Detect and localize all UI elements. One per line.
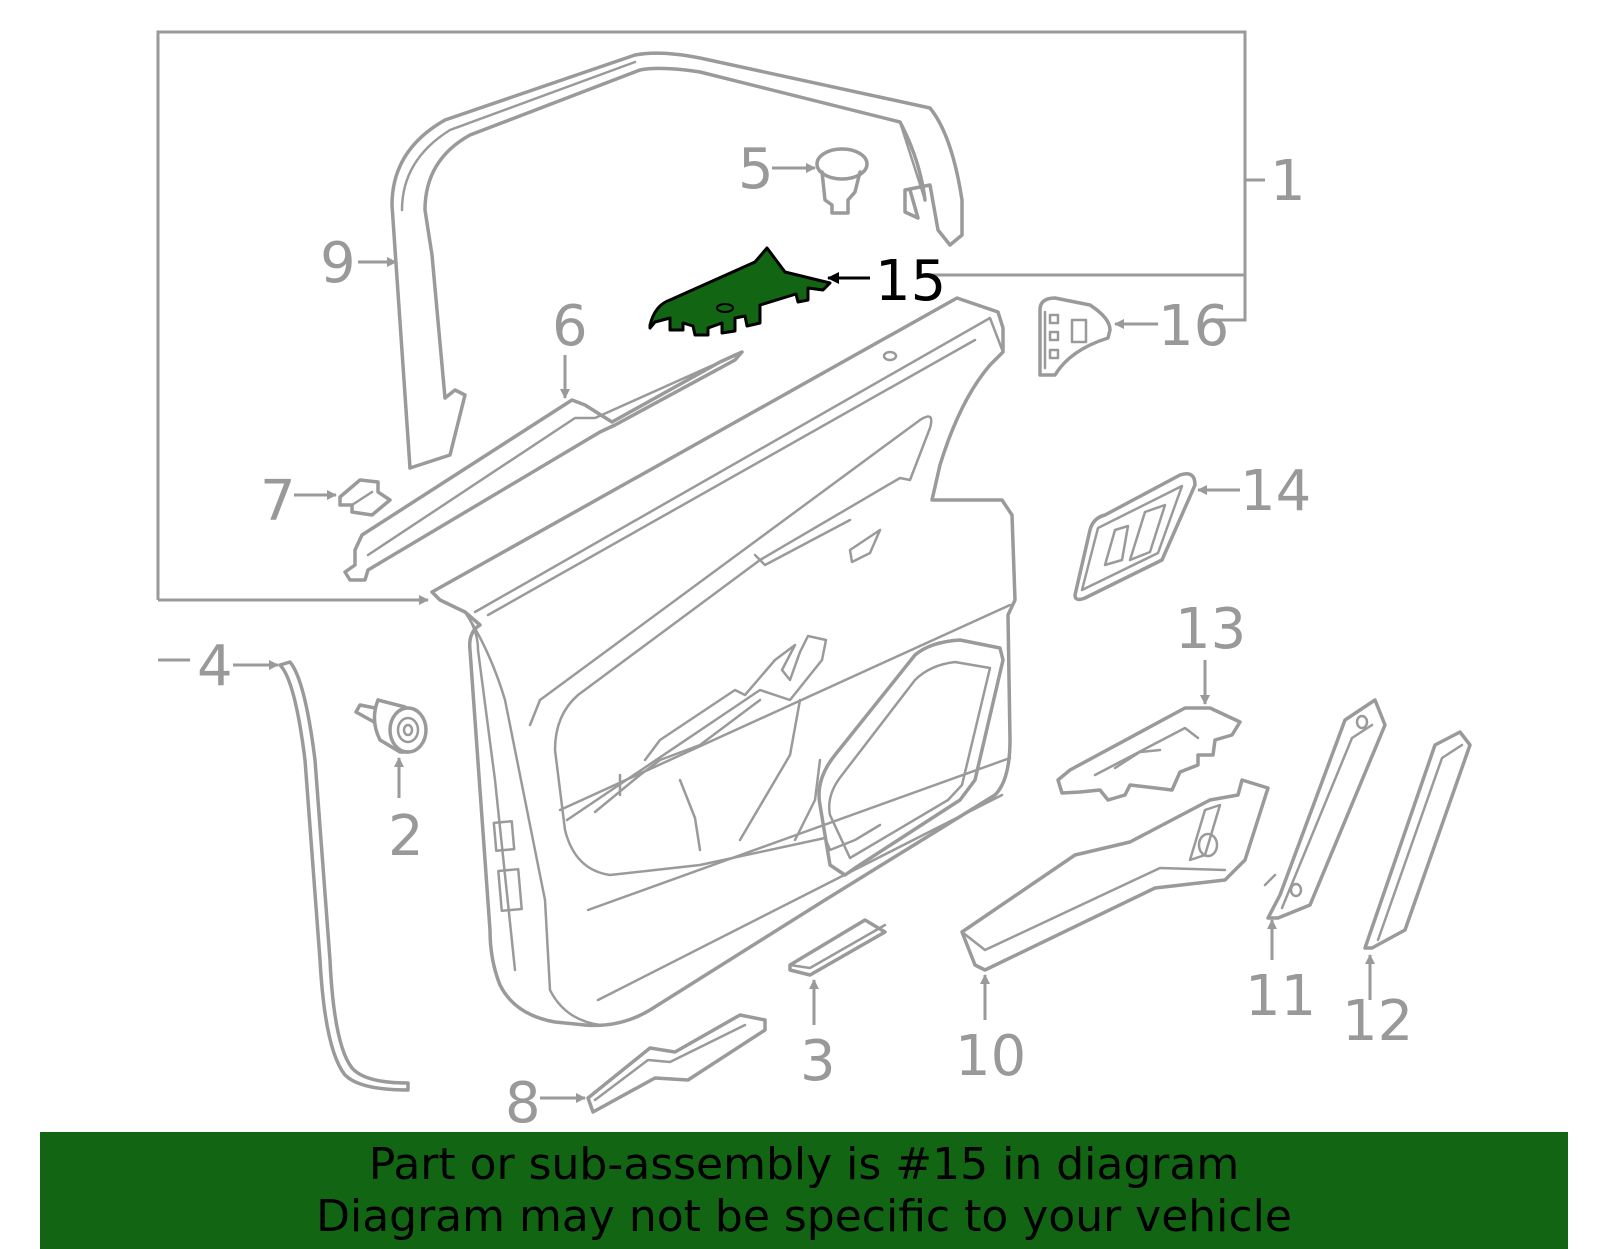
part-6-belt-molding	[343, 350, 744, 582]
callout-14: 14	[1240, 459, 1311, 524]
part-16-mirror-cover	[1038, 296, 1112, 377]
part-13-switch-carrier	[1056, 706, 1242, 802]
callout-12: 12	[1342, 989, 1413, 1054]
part-8-lower-trim	[586, 1013, 767, 1114]
callout-7: 7	[260, 469, 296, 534]
part-14-switch-bezel	[1073, 472, 1197, 602]
callout-11: 11	[1245, 964, 1316, 1029]
part-4-weatherstrip	[278, 660, 410, 1092]
part-11-trim-strip	[1263, 698, 1387, 920]
callout-6: 6	[552, 294, 588, 359]
part-15-trim-cover	[648, 246, 832, 337]
part-3-pad	[788, 918, 887, 977]
part-10-armrest	[960, 778, 1270, 972]
part-9-frame-trim	[390, 51, 964, 470]
callout-9: 9	[320, 231, 356, 296]
banner-line-part: Part or sub-assembly is #15 in diagram	[368, 1138, 1240, 1190]
part-5-push-clip	[815, 147, 869, 215]
part-2-fastener	[354, 698, 428, 754]
banner-line-disclaimer: Diagram may not be specific to your vehi…	[316, 1190, 1292, 1242]
callout-5: 5	[738, 137, 774, 202]
callout-2: 2	[388, 804, 424, 869]
callout-4: 4	[197, 634, 233, 699]
callout-3: 3	[800, 1029, 836, 1094]
info-banner: Part or sub-assembly is #15 in diagram D…	[40, 1132, 1568, 1249]
part-12-trim-strip	[1363, 730, 1472, 950]
assembly-bracket	[156, 30, 1265, 662]
callout-13: 13	[1175, 597, 1246, 662]
callout-10: 10	[955, 1024, 1026, 1089]
door-trim-panel	[430, 296, 1017, 1028]
callout-8: 8	[505, 1071, 541, 1136]
callout-16: 16	[1158, 294, 1229, 359]
callout-1: 1	[1270, 149, 1306, 214]
part-7-retainer-clip	[338, 478, 392, 517]
callout-15: 15	[875, 249, 946, 314]
